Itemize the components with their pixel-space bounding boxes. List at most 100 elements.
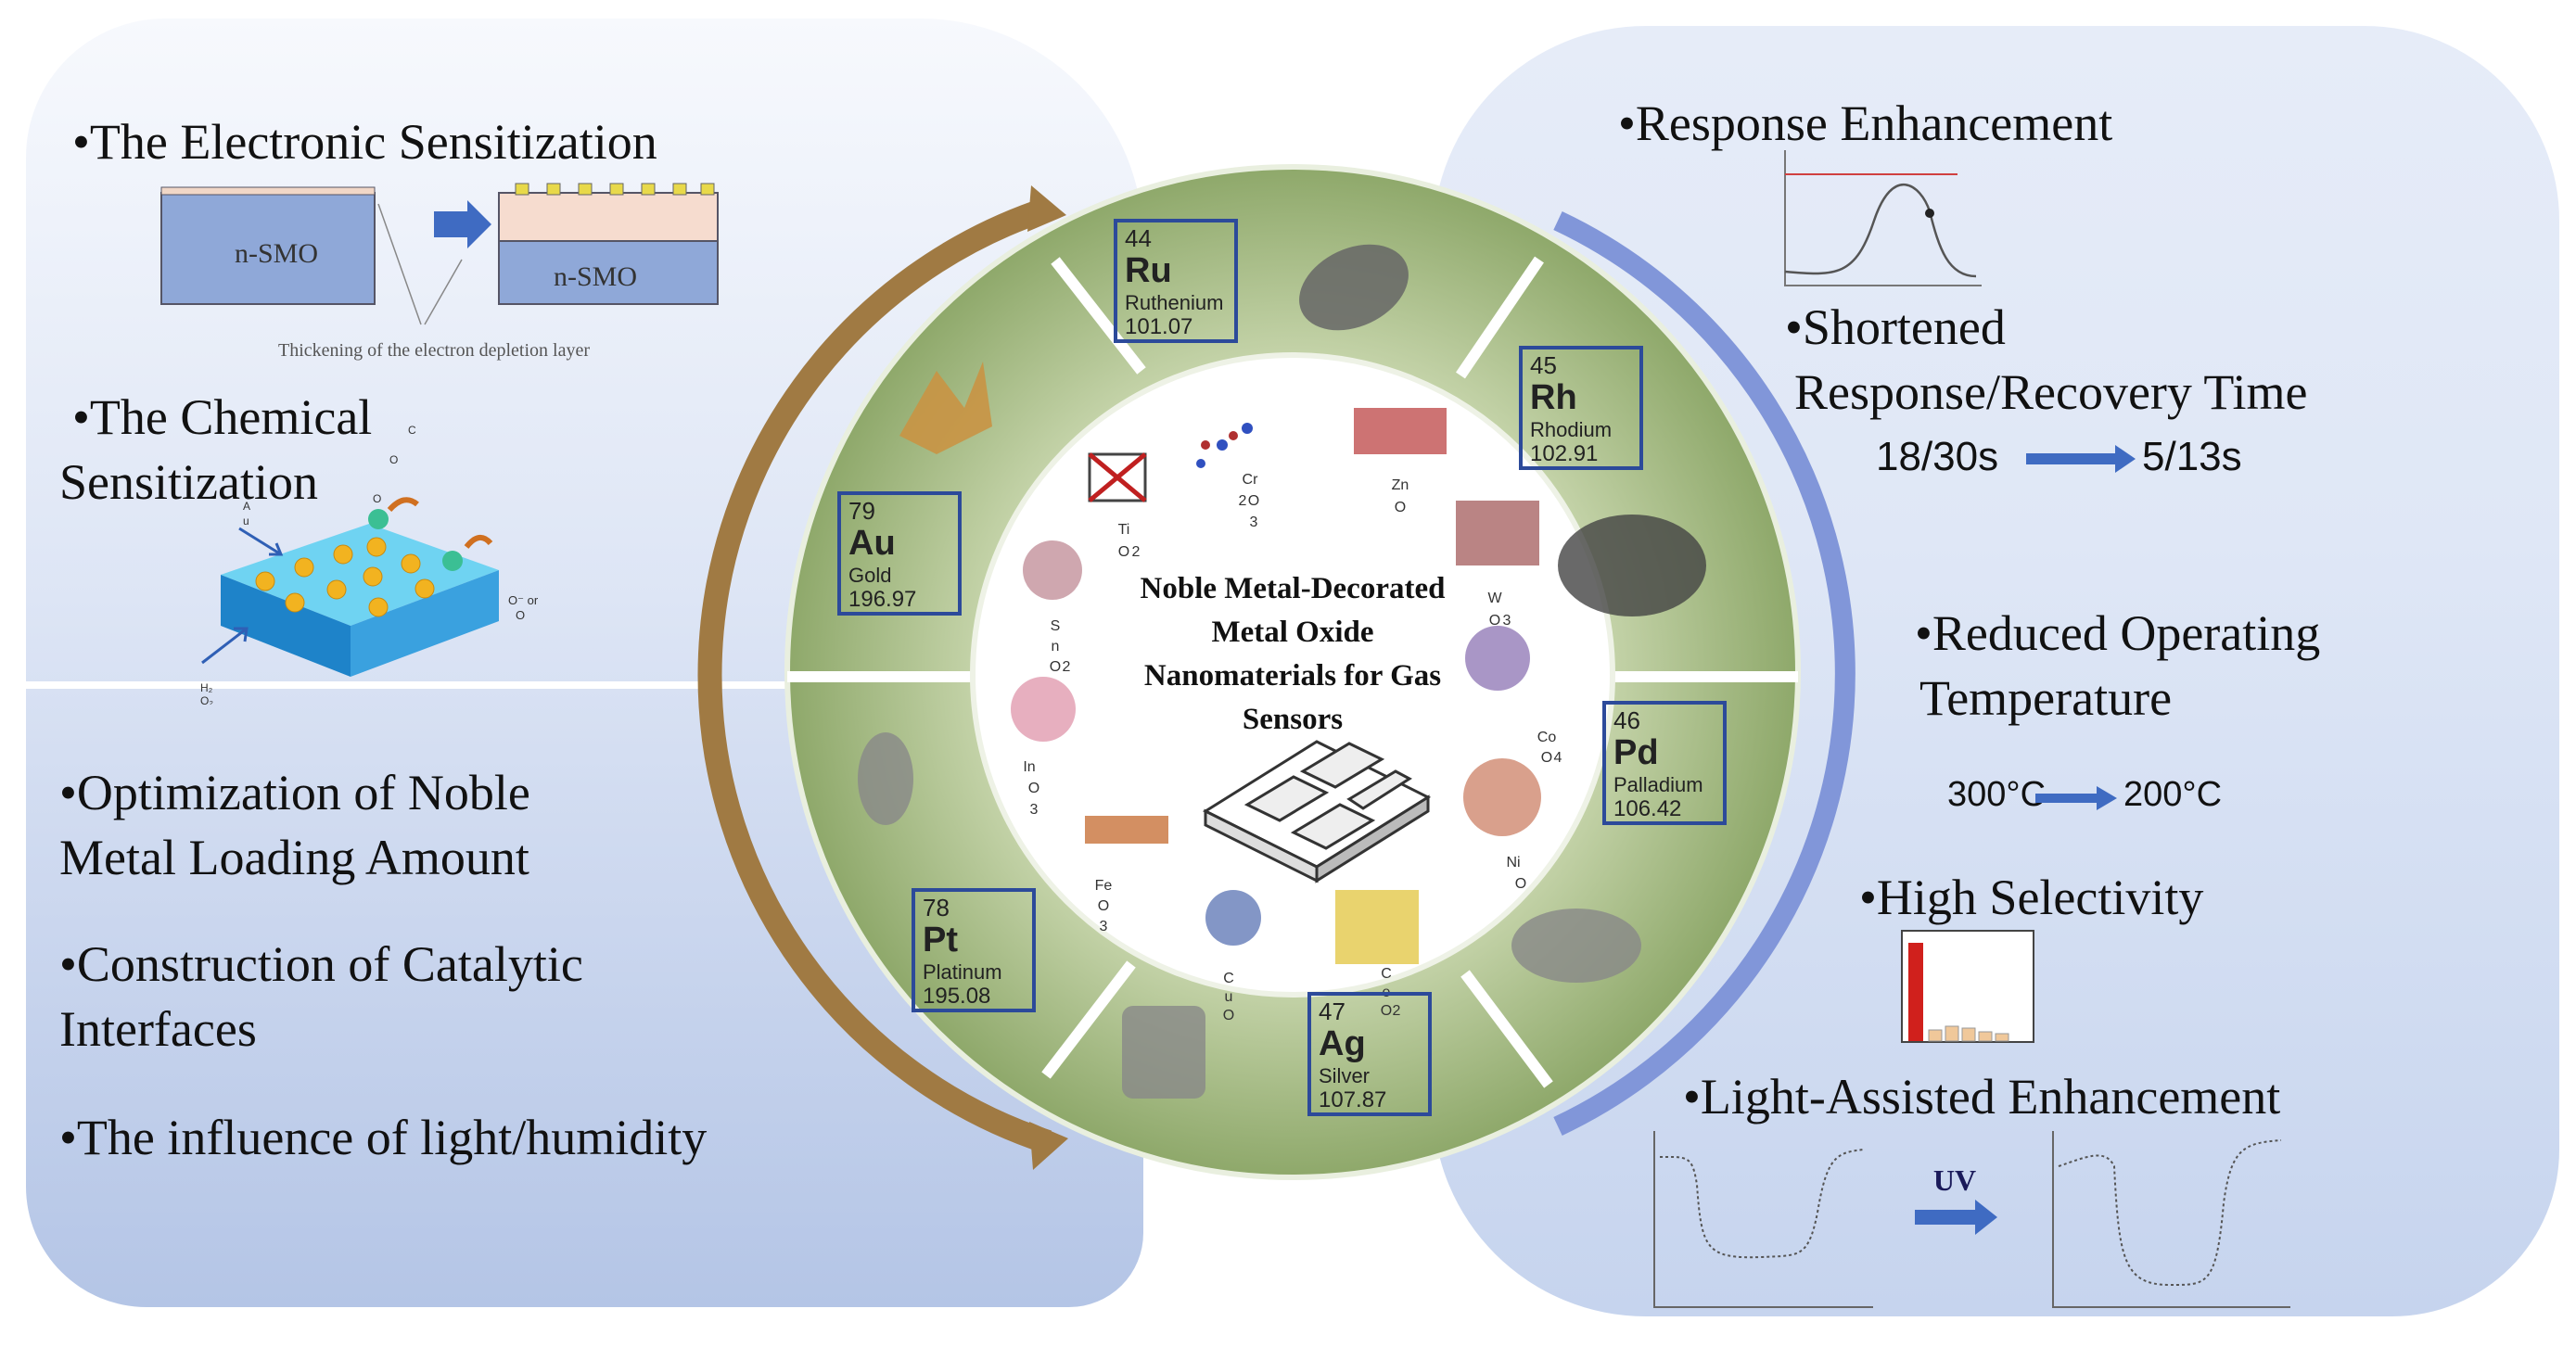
time-arrow <box>2026 445 2136 473</box>
oxide-ceo2-c: O <box>1381 1003 1392 1019</box>
catalytic-line2: Interfaces <box>59 1001 257 1057</box>
response-recovery-label: Response/Recovery Time <box>1794 364 2308 420</box>
chem-label-o: O <box>373 492 381 505</box>
oxide-cr2o3-b: 2 <box>1239 493 1247 509</box>
oxide-wo3-c: 3 <box>1503 613 1511 629</box>
oxide-in2o3: In <box>1023 759 1035 775</box>
right-blue-arc <box>1553 211 1855 1136</box>
optimization-line1: •Optimization of Noble <box>59 765 530 820</box>
chem-label-o2: O₂ <box>200 694 213 705</box>
element-tile-border <box>1307 992 1432 1116</box>
temp-from: 300°C <box>1947 775 2047 814</box>
shortened-label: •Shortened <box>1785 299 2006 355</box>
oxide-fe2o3: Fe <box>1095 878 1113 894</box>
smo-right-label: n-SMO <box>554 261 637 292</box>
element-mass: 107.87 <box>1319 1087 1386 1112</box>
element-mass: 195.08 <box>923 984 990 1009</box>
oxide-in2o3-c: O <box>1028 781 1039 796</box>
left-arc-arrowhead-bottom <box>1029 1122 1068 1170</box>
sensor-chip-icon <box>1202 740 1432 883</box>
oxide-wo3-b: O <box>1489 613 1500 629</box>
oxide-cr2o3: Cr <box>1243 472 1259 488</box>
element-mass: 101.07 <box>1125 314 1192 339</box>
center-title-line4: Sensors <box>1243 703 1343 736</box>
chem-label-u: u <box>243 515 249 527</box>
oxide-sno2-c: O <box>1050 659 1061 675</box>
high-selectivity-label: •High Selectivity <box>1859 870 2204 925</box>
electronic-sensitization-diagram: n-SMO n-SMO Thickening of the electron d… <box>160 183 719 361</box>
element-symbol: Au <box>848 524 896 563</box>
smo-left-label: n-SMO <box>235 238 318 269</box>
reduced-temperature-line1: •Reduced Operating <box>1915 605 2321 661</box>
element-name: Palladium <box>1613 773 1703 796</box>
oxide-tio2-b: O <box>1118 544 1129 560</box>
element-number: 45 <box>1530 351 1557 379</box>
oxide-sno2-b: n <box>1052 639 1060 654</box>
chem-label-c: C <box>408 424 416 437</box>
element-name: Platinum <box>923 960 1002 984</box>
light-assisted-charts: UV <box>1653 1131 2290 1308</box>
chem-label-h: H₂ <box>200 681 213 694</box>
element-number: 44 <box>1125 224 1152 252</box>
reduced-temperature-line2: Temperature <box>1919 670 2173 726</box>
element-tile-border <box>1602 701 1727 825</box>
element-number: 47 <box>1319 998 1345 1025</box>
chem-label-o-top: O <box>389 453 398 466</box>
oxide-zno: Zn <box>1392 477 1409 493</box>
oxide-wo3: W <box>1487 591 1502 606</box>
oxide-cuo-b: u <box>1225 989 1233 1005</box>
element-name: Rhodium <box>1530 418 1612 441</box>
element-symbol: Pt <box>923 921 958 959</box>
left-arc-arrowhead-top <box>1027 185 1066 232</box>
element-name: Gold <box>848 564 891 587</box>
oxide-fe2o3-c: O <box>1098 898 1109 914</box>
oxide-cr2o3-d: 3 <box>1250 515 1258 530</box>
chemical-sensitization-line1: •The Chemical <box>72 389 373 445</box>
left-progress-arc <box>697 197 1052 1154</box>
element-tile-border <box>1114 219 1238 343</box>
light-humidity-label: •The influence of light/humidity <box>59 1110 708 1165</box>
oxide-nio-b: O <box>1515 876 1526 892</box>
element-number: 78 <box>923 894 950 921</box>
chem-label-a: A <box>243 500 250 513</box>
uv-label: UV <box>1933 1163 1976 1197</box>
element-symbol: Pd <box>1613 733 1659 772</box>
oxide-co3o4-d: 4 <box>1554 750 1562 766</box>
oxide-tio2-c: 2 <box>1132 544 1141 560</box>
temp-to: 200°C <box>2123 775 2223 814</box>
element-number: 79 <box>848 497 875 525</box>
optimization-line2: Metal Loading Amount <box>59 830 529 885</box>
temp-arrow <box>2035 786 2117 810</box>
oxide-sno2-d: 2 <box>1063 659 1071 675</box>
electronic-sensitization-label: •The Electronic Sensitization <box>72 114 657 170</box>
center-title-line2: Metal Oxide <box>1211 616 1373 649</box>
oxide-co3o4-c: O <box>1541 750 1552 766</box>
nanoparticle-images <box>858 244 1706 1099</box>
element-name: Ruthenium <box>1125 291 1223 314</box>
oxide-zno-b: O <box>1395 500 1406 515</box>
element-name: Silver <box>1319 1064 1370 1087</box>
response-enhancement-label: •Response Enhancement <box>1618 95 2113 151</box>
oxide-in2o3-d: 3 <box>1030 802 1039 818</box>
response-curve-chart <box>1784 150 1982 286</box>
element-mass: 196.97 <box>848 587 916 612</box>
oxide-tio2: Ti <box>1118 522 1130 538</box>
time-from: 18/30s <box>1876 434 1999 479</box>
element-symbol: Rh <box>1530 378 1577 417</box>
crystal-structures <box>1011 408 1541 964</box>
oxide-cuo-c: O <box>1223 1008 1234 1023</box>
chem-label-o-right: O <box>516 608 525 622</box>
chem-label-ominus: O⁻ or <box>508 593 539 607</box>
element-tile-border <box>837 491 962 616</box>
chemical-sensitization-diagram: C O O A u O⁻ or O H₂ O₂ <box>200 424 539 705</box>
center-title-line1: Noble Metal-Decorated <box>1141 572 1446 605</box>
oxide-cr2o3-c: O <box>1248 493 1259 509</box>
selectivity-bar-chart <box>1901 930 2034 1043</box>
element-symbol: Ru <box>1125 251 1172 290</box>
light-assisted-label: •Light-Assisted Enhancement <box>1683 1069 2281 1125</box>
